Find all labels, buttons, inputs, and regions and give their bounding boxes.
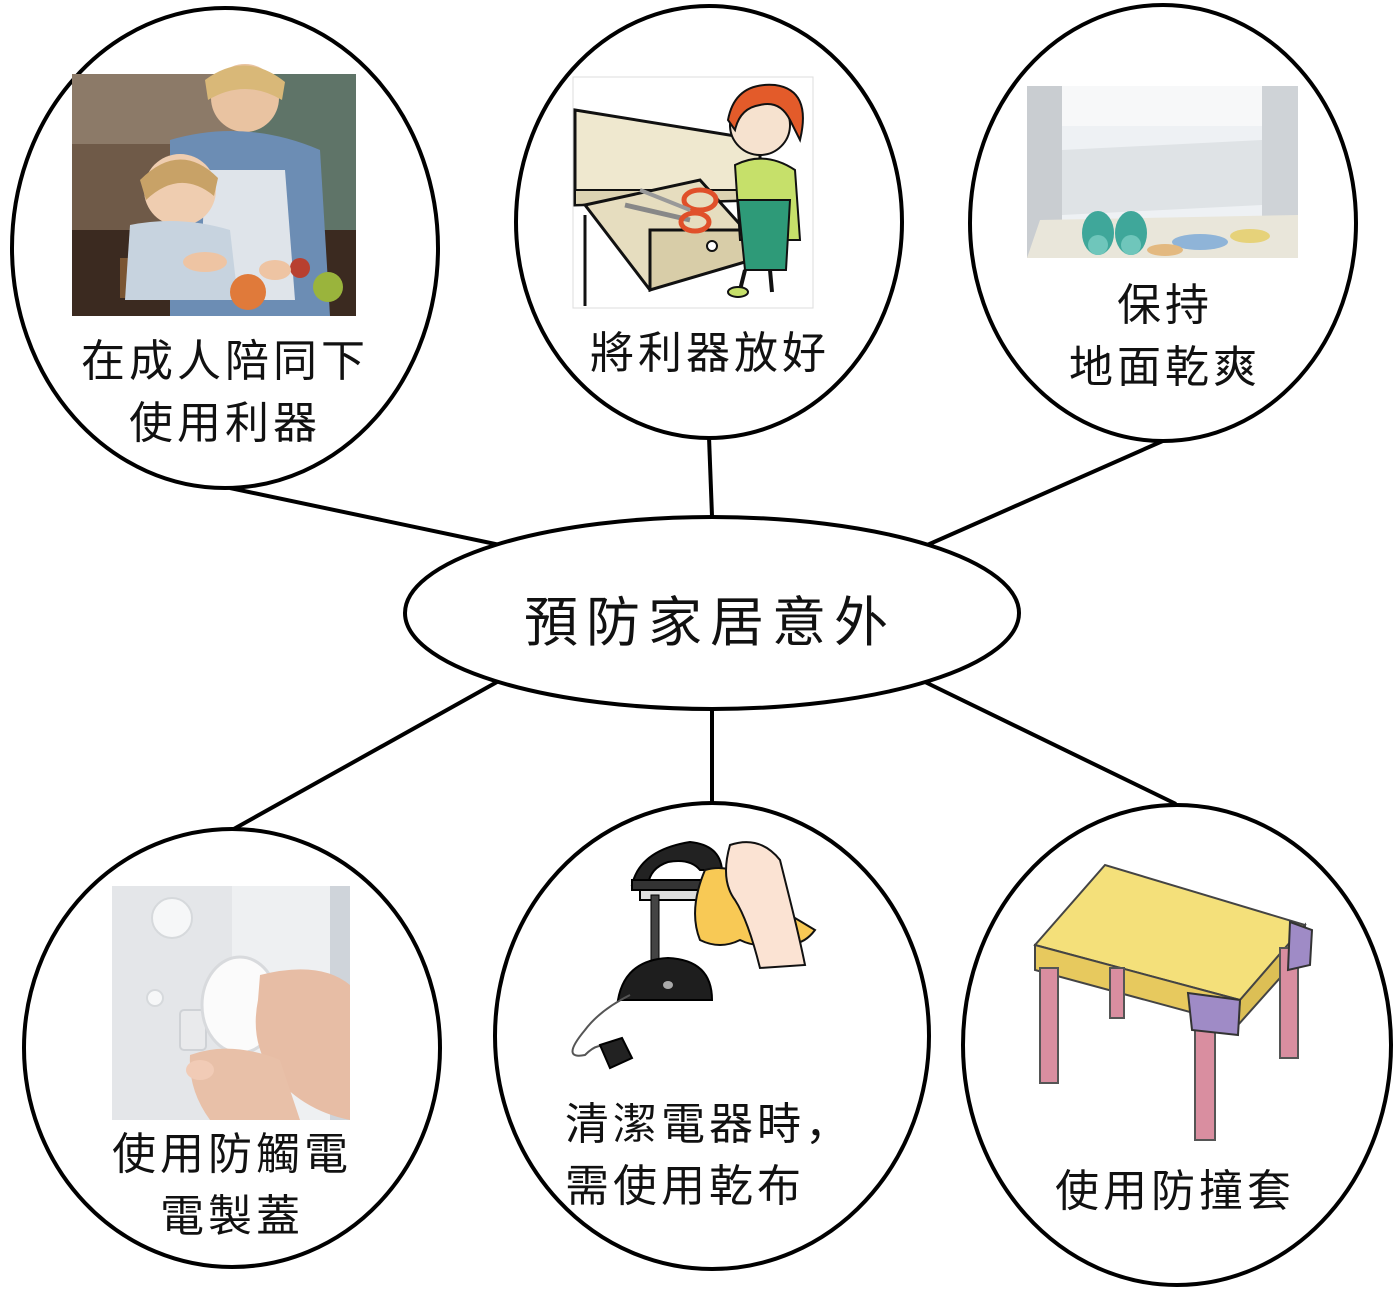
center-ellipse — [403, 515, 1021, 711]
node-ellipse-bottom-middle — [493, 801, 931, 1271]
mother-child-cutting-picture — [72, 64, 356, 316]
connector-bottom-right — [924, 680, 1177, 806]
node-label-corner-guards: 使用防撞套 — [1030, 1161, 1320, 1223]
label-line: 將利器放好 — [590, 328, 830, 379]
node-label-keep-floor-dry: 保持 地面乾爽 — [1050, 275, 1280, 399]
bathroom-slippers-picture — [1027, 86, 1298, 258]
lamp-cleaning-picture — [571, 840, 817, 1070]
label-line: 需使用乾布 — [565, 1161, 805, 1212]
label-line: 清潔電器時， — [565, 1099, 853, 1150]
table-corner-guards-picture — [1033, 863, 1314, 1141]
connector-top-right — [924, 438, 1166, 548]
label-line: 電製蓋 — [160, 1191, 304, 1242]
node-label-store-sharp-tools: 將利器放好 — [560, 323, 860, 385]
node-label-outlet-cover: 使用防觸電 電製蓋 — [92, 1124, 372, 1248]
node-label-supervised-sharp-tools: 在成人陪同下 使用利器 — [60, 331, 390, 455]
label-line: 在成人陪同下 — [81, 336, 369, 387]
center-topic-label: 預防家居意外 — [524, 591, 896, 654]
connector-bottom-left — [231, 680, 498, 832]
label-line: 使用防觸電 — [112, 1129, 352, 1180]
connector-top-middle — [707, 436, 714, 517]
connector-top-left — [229, 486, 501, 547]
scissors-drawer-picture — [572, 76, 814, 309]
label-line: 地面乾爽 — [1069, 342, 1261, 393]
label-line: 使用防撞套 — [1055, 1166, 1295, 1217]
outlet-cover-picture — [112, 886, 350, 1120]
node-label-clean-appliances-dry-cloth: 清潔電器時， 需使用乾布 — [565, 1094, 885, 1218]
label-line: 使用利器 — [129, 398, 321, 449]
label-line: 保持 — [1117, 280, 1213, 331]
